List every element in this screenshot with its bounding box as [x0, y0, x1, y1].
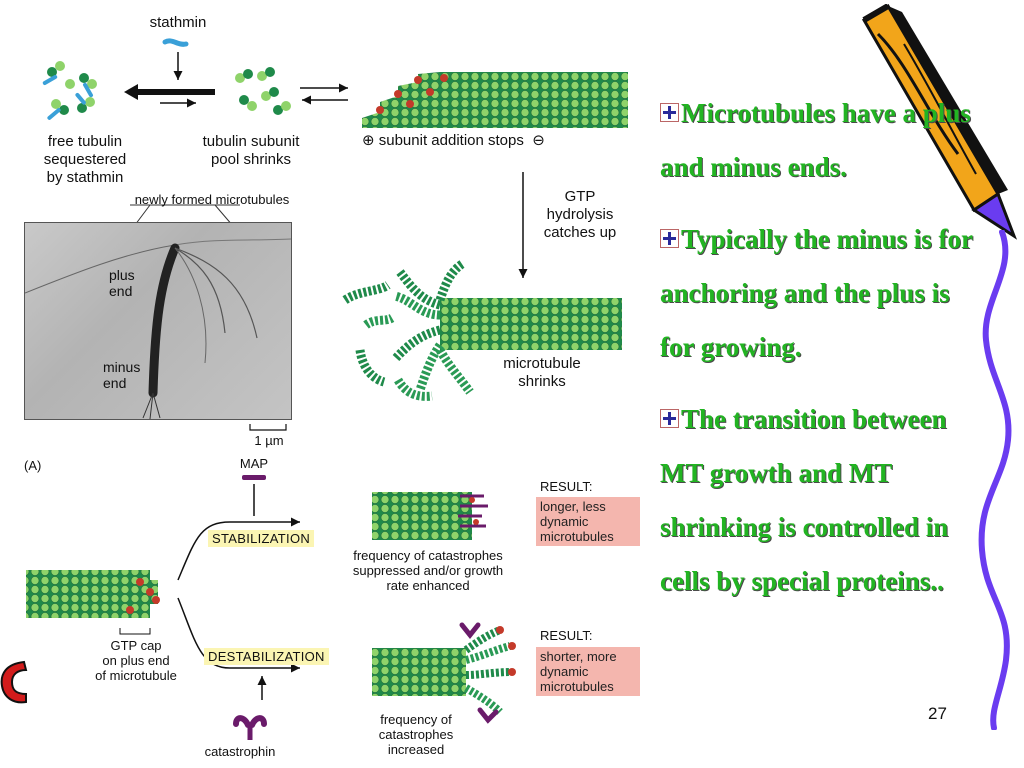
- stathmin-label: stathmin: [149, 14, 207, 31]
- newly-formed-label: newly formed microtubules: [134, 192, 290, 207]
- subunit-addition-label: ⊕ subunit addition stops ⊖: [362, 132, 545, 149]
- decorative-shape: [0, 660, 28, 704]
- bullet-item: Typically the minus is for anchoring and…: [660, 224, 973, 362]
- destabilized-microtubule: [372, 622, 516, 724]
- bullet-item: Microtubules have a plus and minus ends.: [660, 98, 971, 182]
- gtp-cap-microtubule: [26, 570, 160, 618]
- bullet-plus-icon: [660, 409, 679, 429]
- wavy-line-decoration: [978, 230, 1012, 730]
- bullet-plus-icon: [660, 229, 679, 249]
- stabilization-tag: STABILIZATION: [208, 530, 315, 547]
- slide-number: 27: [928, 704, 947, 723]
- stathmin-molecule: [162, 38, 189, 47]
- result-label-unstable: RESULT:: [540, 628, 593, 643]
- scale-bar-label: 1 µm: [254, 433, 284, 448]
- bullet-plus-icon: [660, 103, 679, 123]
- result-label-stable: RESULT:: [540, 479, 593, 494]
- destabilization-tag: DESTABILIZATION: [204, 648, 329, 665]
- minus-symbol: ⊖: [532, 132, 545, 149]
- microtubule-shrinking: [342, 260, 622, 401]
- microtubule-growing: [362, 72, 628, 128]
- bullet-list: Microtubules have a plus and minus ends.…: [660, 86, 990, 608]
- pencil-icon: [861, 4, 1018, 240]
- map-label: MAP: [239, 456, 269, 471]
- plus-symbol: ⊕: [362, 132, 375, 149]
- stabilized-microtubule: [372, 492, 488, 540]
- panel-label: (A): [24, 458, 42, 473]
- catastrophin-label: catastrophin: [204, 744, 276, 759]
- microtubule-micrograph: [25, 238, 291, 419]
- free-tubulin-cluster: [42, 61, 97, 120]
- catastrophin-molecule: [233, 715, 267, 740]
- bullet-item: The transition between MT growth and MT …: [660, 404, 949, 596]
- diagram-graphics: [26, 38, 628, 740]
- tubulin-pool: [235, 67, 291, 115]
